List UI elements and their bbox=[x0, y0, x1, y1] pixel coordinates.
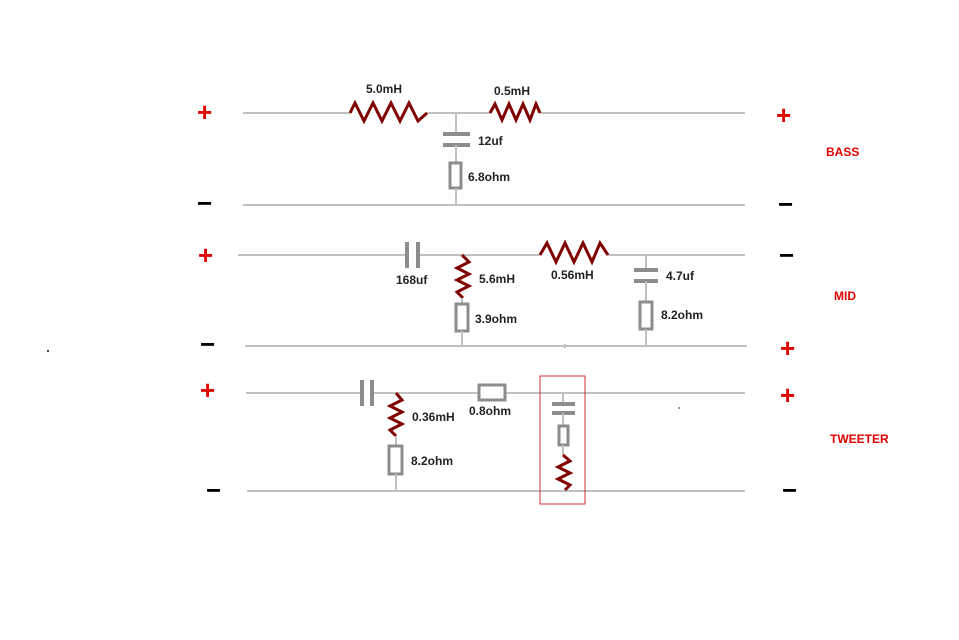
tweeter-resistor-08 bbox=[477, 383, 507, 402]
mid-l1-label: 5.6mH bbox=[479, 272, 515, 286]
tweeter-notch-inductor bbox=[554, 453, 574, 492]
tweeter-r1-label: 8.2ohm bbox=[411, 454, 453, 468]
mid-section-label: MID bbox=[834, 289, 856, 303]
bass-input-plus: + bbox=[197, 97, 212, 127]
mid-r1-label: 3.9ohm bbox=[475, 312, 517, 326]
tweeter-output-plus: + bbox=[780, 380, 795, 410]
mid-output-plus: + bbox=[780, 333, 795, 363]
tweeter-output-minus: − bbox=[782, 475, 797, 505]
mid-r2-label: 8.2ohm bbox=[661, 308, 703, 322]
bass-l1-label: 5.0mH bbox=[366, 82, 402, 96]
bass-output-plus: + bbox=[776, 100, 791, 130]
bass-l2-label: 0.5mH bbox=[494, 84, 530, 98]
tweeter-resistor-82 bbox=[387, 444, 404, 476]
tweeter-input-minus: − bbox=[206, 475, 221, 505]
mid-section: 168uf 5.6mH 3.9ohm 0.56mH 4.7uf 8.2ohm +… bbox=[198, 239, 856, 363]
tweeter-l-label: 0.36mH bbox=[412, 410, 455, 424]
bass-inductor-5mh bbox=[348, 99, 428, 125]
mid-c1-label: 168uf bbox=[396, 273, 428, 287]
bass-resistor bbox=[448, 161, 463, 190]
bass-output-minus: − bbox=[778, 189, 793, 219]
mid-l2-label: 0.56mH bbox=[551, 268, 594, 282]
bass-resistor-label: 6.8ohm bbox=[468, 170, 510, 184]
mid-inductor-56mh bbox=[453, 253, 473, 300]
mid-input-plus: + bbox=[198, 240, 213, 270]
mid-resistor-82 bbox=[638, 300, 654, 331]
mid-output-minus: − bbox=[779, 240, 794, 270]
tweeter-highlight-box bbox=[539, 375, 586, 505]
tweeter-section: 0.36mH 8.2ohm 0.8ohm + − + − TWEETER bbox=[200, 375, 889, 505]
bass-capacitor-label: 12uf bbox=[478, 134, 504, 148]
tweeter-r2-label: 0.8ohm bbox=[469, 404, 511, 418]
bass-section-label: BASS bbox=[826, 145, 859, 159]
stray-dot bbox=[678, 407, 680, 409]
mid-input-minus: − bbox=[200, 329, 215, 359]
stray-dot bbox=[47, 350, 49, 352]
tweeter-notch-resistor bbox=[557, 424, 570, 447]
tweeter-section-label: TWEETER bbox=[830, 432, 889, 446]
mid-inductor-056mh bbox=[538, 239, 610, 266]
bass-inductor-05mh bbox=[488, 100, 542, 124]
bass-section: 5.0mH 0.5mH 12uf 6.8ohm + − + − BASS bbox=[197, 82, 859, 219]
mid-c2-label: 4.7uf bbox=[666, 269, 695, 283]
tweeter-inductor-036mh bbox=[386, 392, 406, 438]
mid-resistor-39 bbox=[454, 302, 470, 333]
bass-input-minus: − bbox=[197, 188, 212, 218]
tweeter-input-plus: + bbox=[200, 375, 215, 405]
